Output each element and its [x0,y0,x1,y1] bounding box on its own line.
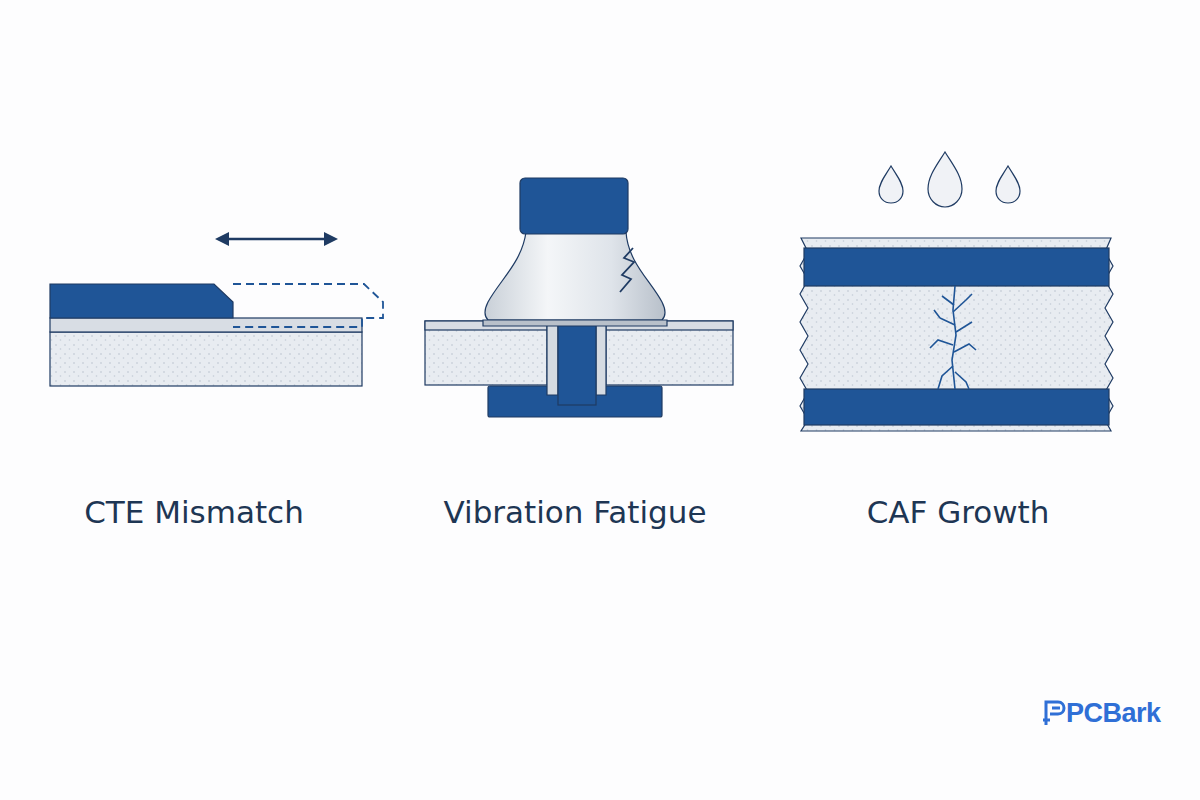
filament-growth [930,286,976,389]
fatigue-crack [620,248,634,292]
board-left [425,321,547,385]
vibration-fatigue-figure [425,178,733,417]
figure-caption: Vibration Fatigue [444,494,707,530]
logo-mark [1043,702,1064,725]
water-drop [996,166,1020,203]
bottom-conductor [804,389,1109,425]
component-body [520,178,628,234]
copper-pad [50,284,233,318]
top-conductor [804,248,1109,286]
arrow-head [324,232,338,246]
arrow-head [215,232,229,246]
water-drop [928,152,962,207]
figure-caption: CTE Mismatch [84,494,304,530]
water-drop [879,166,903,203]
cte-mismatch-figure [50,232,383,386]
caf-growth-figure [800,152,1113,431]
laminate [800,238,1113,431]
solder-joint [485,232,665,320]
bond-layer [50,318,362,332]
solder-base [483,320,667,326]
expanded-outline [233,284,383,327]
expansion-arrow [222,238,330,241]
substrate [50,332,362,386]
logo-text: PCBark [1066,698,1161,729]
board-right [606,321,733,385]
figure-caption: CAF Growth [867,494,1050,530]
